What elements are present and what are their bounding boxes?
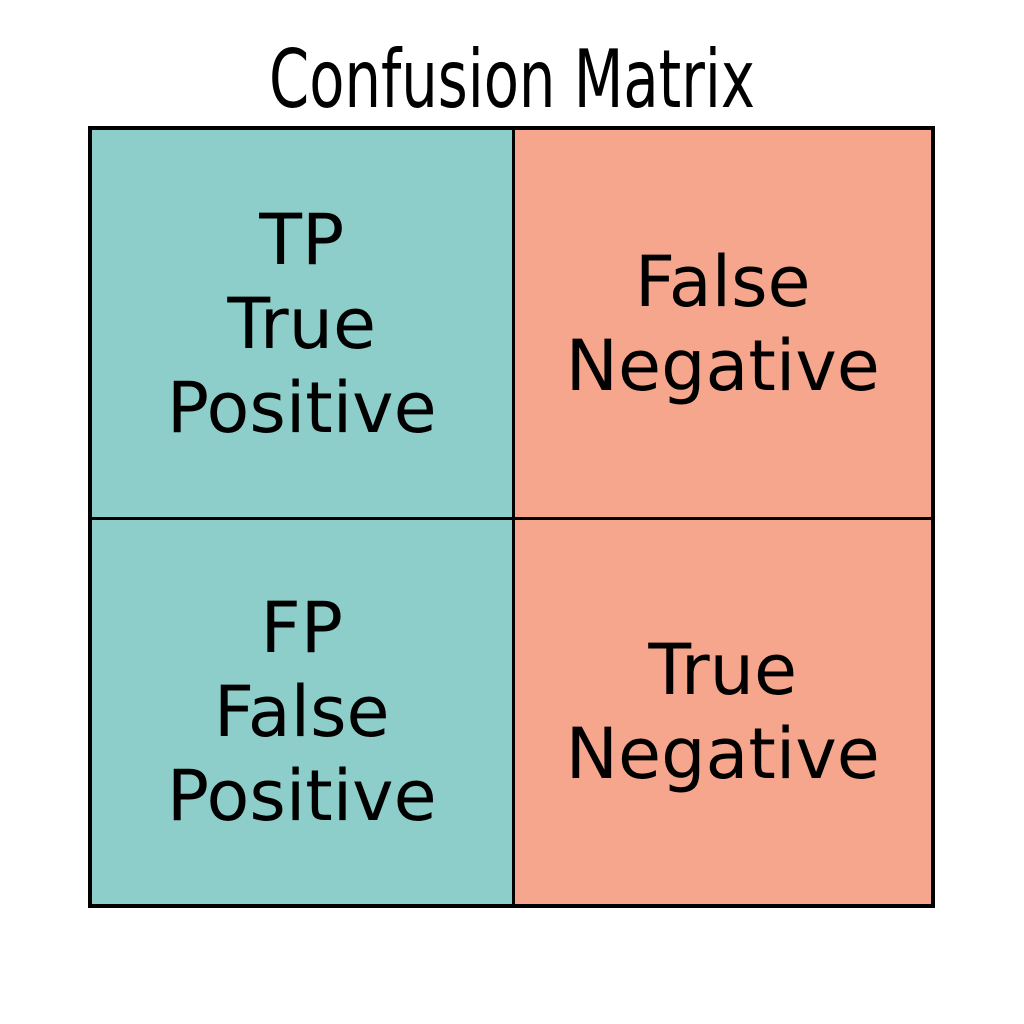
cell-true-positive-line-1: TP	[259, 198, 345, 281]
page-title: Confusion Matrix	[269, 33, 755, 126]
cell-true-positive-line-2: True	[227, 282, 377, 365]
cell-true-positive-line-3: Positive	[166, 366, 437, 449]
cell-true-positive: TP True Positive	[92, 130, 512, 517]
confusion-matrix-grid: TP True Positive False Negative FP False…	[88, 126, 935, 908]
cell-false-negative-line-1: False	[634, 240, 811, 323]
cell-false-negative: False Negative	[511, 130, 931, 517]
cell-false-positive-line-3: Positive	[166, 755, 437, 837]
cell-true-negative-line-1: True	[648, 629, 798, 711]
cell-false-positive-line-2: False	[213, 671, 390, 753]
cell-true-negative: True Negative	[511, 517, 931, 904]
cell-false-positive-line-1: FP	[260, 587, 343, 669]
cell-false-negative-line-2: Negative	[565, 324, 880, 407]
cell-true-negative-line-2: Negative	[565, 713, 880, 795]
cell-false-positive: FP False Positive	[92, 517, 512, 904]
